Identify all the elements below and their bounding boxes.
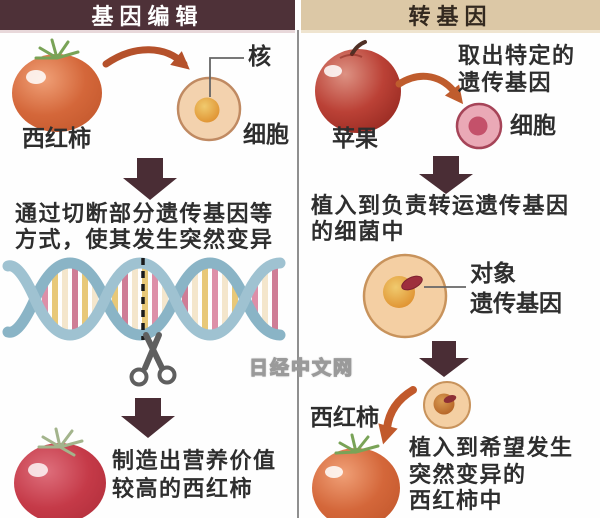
cell-icon	[176, 76, 242, 142]
extract-text-line2: 遗传基因	[458, 70, 553, 95]
left-header-title: 基因编辑	[91, 4, 204, 29]
down-arrow-icon	[123, 158, 177, 200]
down-arrow-icon	[419, 156, 473, 194]
right-header-title: 转基因	[408, 4, 493, 29]
curved-arrow-icon	[102, 46, 190, 70]
nucleus-icon	[194, 97, 220, 123]
extract-text-line1: 取出特定的	[458, 43, 576, 68]
implant2-text-line2: 突然变异的	[409, 462, 527, 487]
apple-label: 苹果	[332, 125, 378, 151]
cell-label: 细胞	[510, 112, 556, 138]
scissors-icon	[129, 332, 177, 387]
implant2-text-line3: 西红柿中	[409, 488, 504, 513]
implant2-text-line1: 植入到希望发生	[409, 435, 574, 460]
dna-helix-icon	[2, 257, 286, 341]
implant-text-line2: 的细菌中	[311, 219, 406, 244]
tomato-icon	[14, 427, 106, 518]
right-column-header: 转基因	[301, 0, 600, 33]
down-arrow-icon	[419, 341, 469, 377]
result-text-line1: 制造出营养价值	[112, 448, 277, 473]
target-gene-label-line1: 对象	[470, 260, 516, 286]
result-text-line2: 较高的西红柿	[112, 476, 254, 501]
tomato-icon	[12, 38, 102, 132]
curved-arrow-icon	[395, 72, 464, 105]
process-text-line2: 方式，使其发生突然变异	[15, 227, 274, 252]
left-column-header: 基因编辑	[0, 0, 295, 33]
curved-arrow-icon	[378, 386, 417, 445]
cell-icon	[455, 102, 503, 150]
gene-chunk-icon	[443, 395, 457, 403]
gene-chunk-icon	[401, 275, 423, 291]
tomato-label: 西红柿	[310, 404, 379, 430]
cell-icon	[423, 381, 471, 429]
nucleus-icon	[468, 116, 488, 136]
watermark: 日经中文网	[248, 357, 355, 379]
bacteria-cell-icon	[362, 253, 448, 339]
tomato-label: 西红柿	[22, 125, 91, 151]
nucleus-label: 核	[248, 43, 271, 69]
process-text-line1: 通过切断部分遗传基因等	[15, 201, 274, 226]
down-arrow-icon	[121, 398, 175, 438]
apple-icon	[315, 40, 401, 133]
cell-label: 细胞	[243, 121, 289, 147]
tomato-icon	[312, 433, 400, 518]
implant-text-line1: 植入到负责转运遗传基因	[311, 193, 570, 218]
target-gene-label-line2: 遗传基因	[470, 290, 562, 316]
column-divider	[297, 30, 299, 518]
nucleus-pointer-line	[209, 57, 244, 97]
